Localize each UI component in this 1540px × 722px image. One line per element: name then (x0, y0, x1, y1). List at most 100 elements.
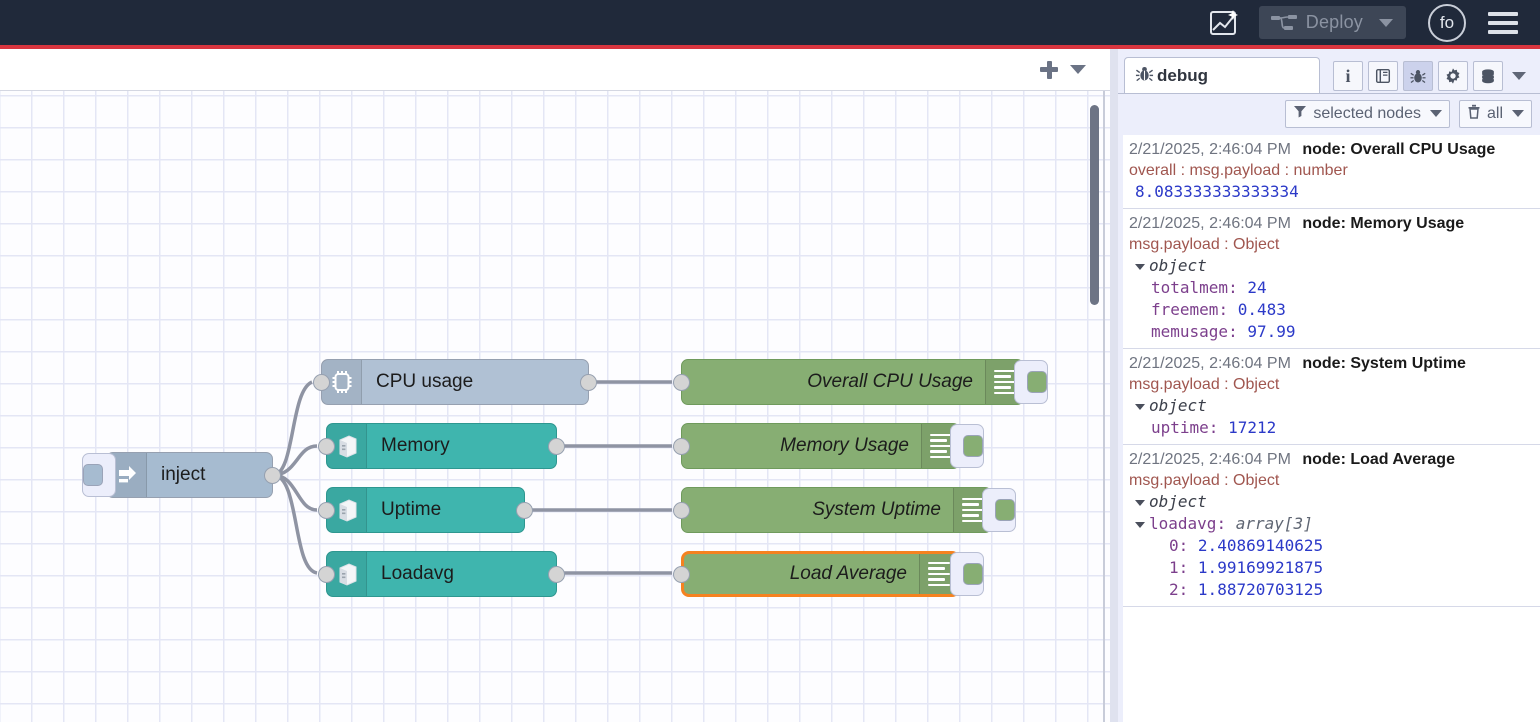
object-root-row[interactable]: object (1129, 491, 1534, 513)
expand-caret-icon[interactable] (1135, 264, 1145, 270)
node-debug-memory-usage[interactable]: Memory Usage (681, 423, 960, 469)
node-debug-load-average-toggle-button[interactable] (950, 552, 984, 596)
array-item-row: 1: 1.99169921875 (1129, 557, 1534, 579)
object-root-row[interactable]: object (1129, 395, 1534, 417)
sidebar: debug i (1118, 49, 1540, 722)
node-loadavg[interactable]: Loadavg (326, 551, 557, 597)
node-cpu-usage[interactable]: CPU usage (321, 359, 589, 405)
sidebar-more-chevron-down-icon[interactable] (1512, 72, 1526, 80)
clear-messages-label: all (1487, 105, 1503, 123)
debug-message-timestamp: 2/21/2025, 2:46:04 PM (1129, 355, 1291, 372)
node-loadavg-output-port[interactable] (548, 566, 565, 583)
node-cpu-usage-input-port[interactable] (313, 374, 330, 391)
debug-message-timestamp: 2/21/2025, 2:46:04 PM (1129, 451, 1291, 468)
node-cpu-usage-label: CPU usage (362, 371, 588, 393)
array-index: 0 (1169, 536, 1179, 555)
node-uptime[interactable]: Uptime (326, 487, 525, 533)
node-memory[interactable]: Memory (326, 423, 557, 469)
debug-message[interactable]: 2/21/2025, 2:46:04 PM node: Memory Usage… (1123, 209, 1540, 349)
filter-icon (1293, 104, 1307, 123)
property-key: uptime (1151, 418, 1209, 437)
deploy-button[interactable]: Deploy (1259, 6, 1406, 39)
deploy-dropdown-caret[interactable] (1379, 19, 1393, 27)
debug-message[interactable]: 2/21/2025, 2:46:04 PM node: System Uptim… (1123, 349, 1540, 445)
array-type: array[3] (1236, 514, 1313, 533)
property-value: 0.483 (1238, 300, 1286, 319)
expand-caret-icon[interactable] (1135, 500, 1145, 506)
array-value: 1.88720703125 (1198, 580, 1323, 599)
expand-caret-icon[interactable] (1135, 404, 1145, 410)
node-inject-label: inject (147, 464, 272, 486)
property-key: totalmem (1151, 278, 1228, 297)
node-debug-system-uptime-input-port[interactable] (673, 502, 690, 519)
debug-message[interactable]: 2/21/2025, 2:46:04 PM node: Load Average… (1123, 445, 1540, 607)
node-debug-overall-cpu-usage[interactable]: Overall CPU Usage (681, 359, 1024, 405)
node-uptime-label: Uptime (367, 499, 524, 521)
debug-message[interactable]: 2/21/2025, 2:46:04 PM node: Overall CPU … (1123, 135, 1540, 209)
clear-messages-select[interactable]: all (1459, 100, 1532, 128)
node-debug-overall-cpu-usage-toggle-button[interactable] (1014, 360, 1048, 404)
node-debug-load-average-input-port[interactable] (673, 566, 690, 583)
tab-debug[interactable]: debug (1124, 57, 1320, 93)
object-root-label: object (1149, 492, 1207, 511)
expand-caret-icon[interactable] (1135, 522, 1145, 528)
plus-icon (1040, 61, 1058, 79)
node-cpu-usage-output-port[interactable] (580, 374, 597, 391)
node-debug-memory-usage-input-port[interactable] (673, 438, 690, 455)
bug-icon[interactable] (1403, 61, 1433, 91)
canvas-vertical-scrollbar[interactable] (1090, 105, 1099, 305)
property-value: 97.99 (1247, 322, 1295, 341)
hamburger-menu-icon[interactable] (1488, 12, 1518, 34)
sidebar-tabrow: debug i (1118, 57, 1540, 93)
object-root-label: object (1149, 256, 1207, 275)
node-debug-overall-cpu-usage-input-port[interactable] (673, 374, 690, 391)
node-uptime-input-port[interactable] (318, 502, 335, 519)
object-root-row[interactable]: object (1129, 255, 1534, 277)
property-value: 24 (1247, 278, 1266, 297)
node-debug-load-average[interactable]: Load Average (681, 551, 960, 597)
property-key: memusage (1151, 322, 1228, 341)
array-key: loadavg (1149, 514, 1216, 533)
sidebar-resize-handle[interactable] (1110, 49, 1118, 722)
object-root-label: object (1149, 396, 1207, 415)
flow-tabbar (0, 49, 1110, 91)
user-avatar[interactable]: fo (1428, 4, 1466, 42)
node-inject-output-port[interactable] (264, 467, 281, 484)
array-index: 2 (1169, 580, 1179, 599)
app-header: Deploy fo (0, 0, 1540, 45)
debug-message-list[interactable]: 2/21/2025, 2:46:04 PM node: Overall CPU … (1123, 135, 1540, 722)
flow-canvas[interactable]: inject CPU usage (0, 91, 1110, 722)
node-debug-memory-usage-toggle-button[interactable] (950, 424, 984, 468)
debug-message-topic: msg.payload : Object (1129, 234, 1534, 255)
gear-icon[interactable] (1438, 61, 1468, 91)
node-memory-label: Memory (367, 435, 556, 457)
node-debug-memory-usage-label: Memory Usage (682, 435, 921, 457)
ai-flow-icon[interactable] (1203, 6, 1245, 40)
avatar-initials: fo (1440, 13, 1454, 33)
debug-message-topic: overall : msg.payload : number (1129, 160, 1534, 181)
node-debug-system-uptime-toggle-button[interactable] (982, 488, 1016, 532)
book-icon[interactable] (1368, 61, 1398, 91)
array-root-row[interactable]: loadavg: array[3] (1129, 513, 1534, 535)
inject-trigger-button[interactable] (82, 453, 116, 497)
node-uptime-output-port[interactable] (516, 502, 533, 519)
debug-message-topic: msg.payload : Object (1129, 470, 1534, 491)
filter-nodes-label: selected nodes (1313, 105, 1421, 123)
debug-message-source[interactable]: node: System Uptime (1302, 355, 1466, 372)
node-memory-output-port[interactable] (548, 438, 565, 455)
add-flow-button[interactable] (1032, 53, 1066, 87)
debug-message-source[interactable]: node: Memory Usage (1302, 215, 1464, 232)
node-memory-input-port[interactable] (318, 438, 335, 455)
debug-message-source[interactable]: node: Overall CPU Usage (1302, 141, 1495, 158)
object-property-row: uptime: 17212 (1129, 417, 1534, 439)
filter-nodes-select[interactable]: selected nodes (1285, 100, 1450, 128)
flow-list-chevron-down-icon[interactable] (1070, 65, 1086, 74)
sidebar-tool-buttons: i (1328, 61, 1540, 93)
node-loadavg-input-port[interactable] (318, 566, 335, 583)
debug-message-source[interactable]: node: Load Average (1302, 451, 1455, 468)
database-icon[interactable] (1473, 61, 1503, 91)
node-inject[interactable]: inject (106, 452, 273, 498)
node-debug-system-uptime[interactable]: System Uptime (681, 487, 992, 533)
info-icon[interactable]: i (1333, 61, 1363, 91)
